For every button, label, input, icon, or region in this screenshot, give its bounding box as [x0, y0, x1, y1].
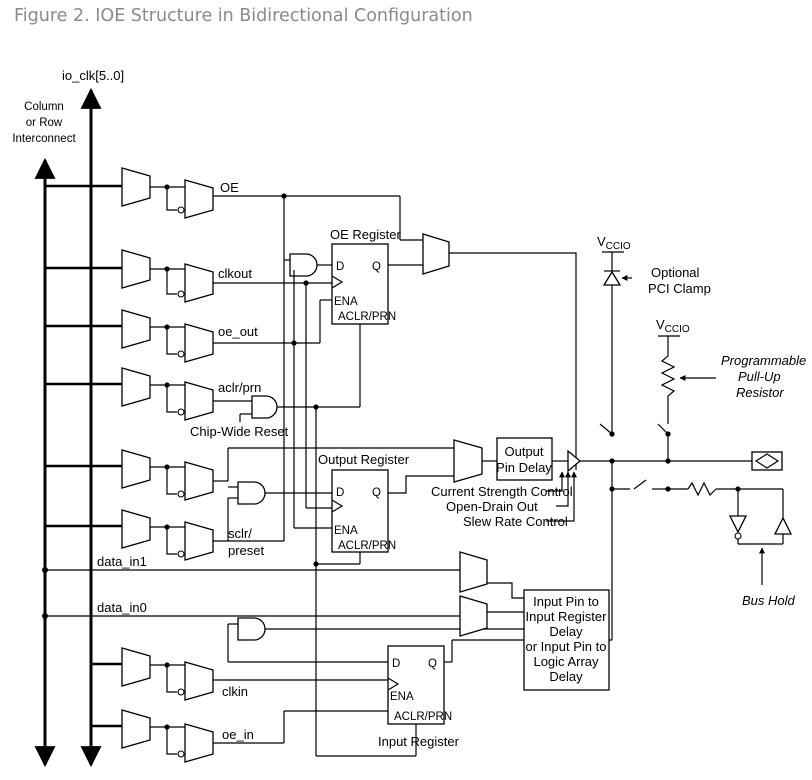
pullup-label-line3: Resistor — [736, 385, 784, 400]
io-clk-label: io_clk[5..0] — [62, 68, 124, 83]
data-in1-mux — [459, 551, 488, 593]
pci-clamp-diode — [602, 251, 632, 434]
data-in0-mux — [459, 595, 488, 637]
mux-oe-out-stage — [121, 309, 214, 363]
io-pad — [751, 451, 783, 471]
vccio-top-label: VCCIO — [597, 234, 631, 252]
input-register-title: Input Register — [378, 734, 460, 749]
out-reg-d: D — [336, 487, 344, 499]
oe-reg-aclr: ACLR/PRN — [338, 311, 396, 323]
column-label-line2: or Row — [26, 117, 63, 129]
in-reg-aclr: ACLR/PRN — [394, 711, 452, 723]
pullup-label-line2: Pull-Up — [738, 369, 781, 384]
current-strength-label: Current Strength Control — [431, 484, 573, 499]
in-reg-q: Q — [428, 658, 437, 670]
out-reg-ena: ENA — [334, 525, 358, 537]
aclr-prn-label: aclr/prn — [218, 380, 261, 395]
data-output-mux — [453, 439, 483, 483]
in-reg-ena: ENA — [390, 691, 414, 703]
in-reg-d: D — [392, 658, 400, 670]
mux-sclr-stage — [121, 509, 284, 561]
bus-taps — [45, 184, 122, 728]
slew-rate-label: Slew Rate Control — [463, 514, 568, 529]
input-register-block — [387, 645, 445, 725]
input-delay-line5: Logic Array — [533, 654, 599, 669]
sclr-label-line1: sclr/ — [228, 526, 252, 541]
pull-up-resistor — [658, 335, 716, 416]
column-label-line3: Interconnect — [12, 133, 76, 145]
pci-clamp-line1: Optional — [651, 265, 700, 280]
oe-in-label: oe_in — [222, 727, 254, 742]
output-delay-line2: Pin Delay — [496, 460, 552, 475]
data-in1-label: data_in1 — [97, 554, 147, 569]
data-in0-label: data_in0 — [97, 600, 147, 615]
input-delay-line4: or Input Pin to — [526, 639, 607, 654]
pci-clamp-line2: PCI Clamp — [648, 281, 711, 296]
mux-clkin-stage — [121, 647, 218, 701]
oe-reg-ena: ENA — [334, 296, 358, 308]
figure-title: Figure 2. IOE Structure in Bidirectional… — [14, 6, 473, 26]
input-delay-line3: Delay — [549, 624, 583, 639]
output-register-title: Output Register — [318, 452, 410, 467]
mux-data-out-stage — [121, 449, 214, 501]
output-pin-delay-box — [496, 437, 553, 481]
output-and-gate — [237, 481, 332, 505]
oe-out-label: oe_out — [218, 324, 258, 339]
internal-wiring — [42, 193, 752, 757]
mux-clkout-stage — [121, 249, 214, 303]
oe-reg-d: D — [336, 261, 344, 273]
oe-output-mux — [422, 233, 450, 275]
out-reg-q: Q — [372, 487, 381, 499]
clamp-switch — [599, 423, 613, 435]
oe-label: OE — [220, 180, 239, 195]
oe-register-title: OE Register — [330, 227, 401, 242]
mux-oe-in-stage — [121, 709, 388, 763]
oe-and-gate — [289, 253, 332, 277]
bus-hold-circuit — [668, 481, 793, 585]
input-delay-line6: Delay — [549, 669, 583, 684]
bus-hold-label: Bus Hold — [742, 593, 796, 608]
bus-hold-switch — [612, 479, 668, 490]
mux-oe-stage — [121, 167, 218, 219]
input-delay-box — [523, 589, 610, 691]
input-and-gate — [237, 617, 266, 641]
oe-reg-q: Q — [372, 261, 381, 273]
column-label-line1: Column — [24, 101, 64, 113]
output-tristate-buffer — [567, 449, 582, 473]
clkout-label: clkout — [218, 266, 252, 281]
chip-wide-reset-label: Chip-Wide Reset — [190, 424, 289, 439]
pullup-label-line1: Programmable — [721, 353, 806, 368]
vccio-pullup-label: VCCIO — [656, 317, 690, 335]
open-drain-label: Open-Drain Out — [446, 499, 538, 514]
output-register-block — [331, 469, 389, 553]
input-delay-line2: Input Register — [526, 609, 608, 624]
mux-aclr-stage — [121, 367, 252, 421]
out-reg-aclr: ACLR/PRN — [338, 540, 396, 552]
clkin-label: clkin — [222, 684, 248, 699]
aclr-and-gate — [239, 395, 278, 422]
sclr-label-line2: preset — [228, 543, 265, 558]
pull-up-switch — [657, 416, 669, 461]
input-delay-line1: Input Pin to — [533, 594, 599, 609]
output-delay-line1: Output — [504, 444, 543, 459]
